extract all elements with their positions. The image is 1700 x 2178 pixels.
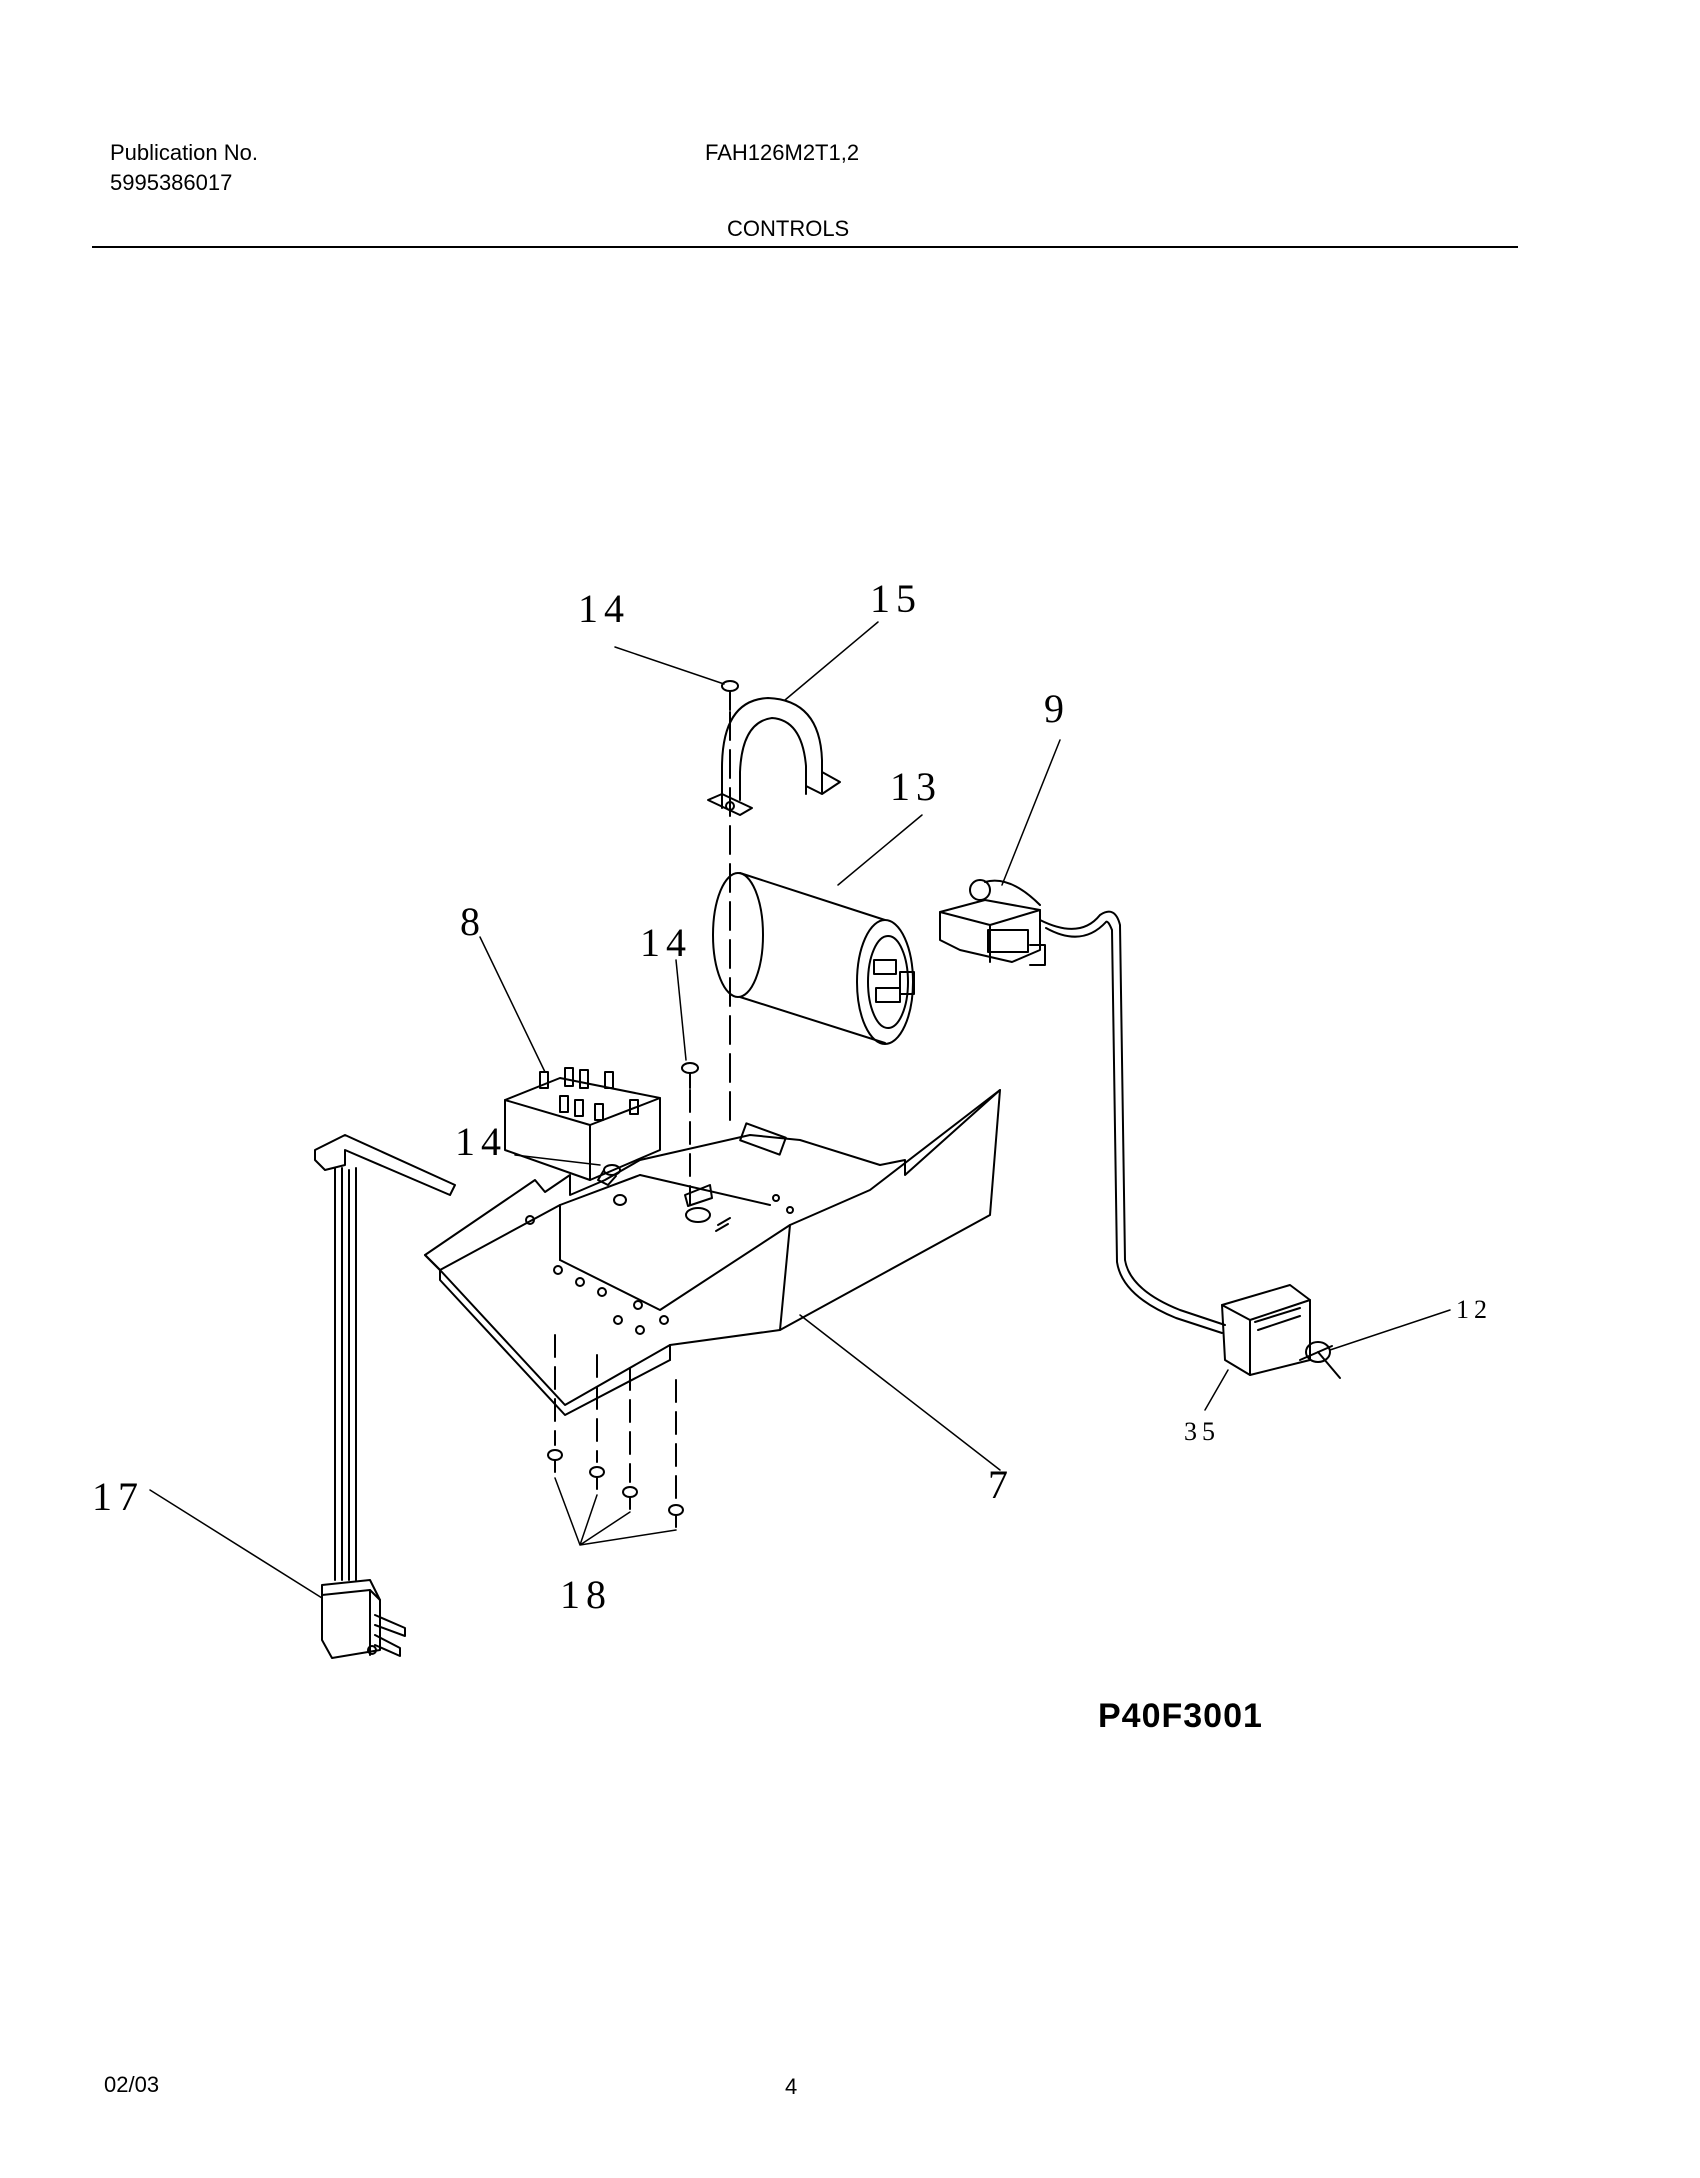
capillary-tube: [1039, 910, 1226, 1326]
page-number: 4: [785, 2074, 798, 2099]
callout-14-top: 14: [578, 586, 630, 631]
footer-date: 02/03: [104, 2072, 160, 2097]
header-rule: [92, 246, 1518, 248]
screw-top: [721, 680, 739, 1121]
bulb-holder: [1221, 1284, 1341, 1379]
publication-number: 5995386017: [110, 170, 233, 195]
thermostat: [939, 879, 1046, 966]
callout-8: 8: [460, 899, 486, 944]
callout-17: 17: [92, 1474, 144, 1519]
callout-15: 15: [870, 576, 922, 621]
callout-14-middle: 14: [640, 920, 692, 965]
figure-code: P40F3001: [1098, 1697, 1263, 1735]
callout-35: 35: [1184, 1417, 1220, 1446]
bracket-screws: [547, 1449, 684, 1528]
screw-middle: [681, 1062, 699, 1206]
section-title: CONTROLS: [727, 216, 850, 241]
control-bracket: [424, 1089, 1001, 1501]
callout-18: 18: [560, 1572, 612, 1617]
callout-14-left: 14: [455, 1119, 507, 1164]
model-number: FAH126M2T1,2: [705, 140, 860, 165]
callout-13: 13: [890, 764, 942, 809]
relay-block: [504, 1067, 661, 1181]
screw-left: [597, 1164, 621, 1186]
callout-9: 9: [1044, 686, 1070, 731]
callout-12: 12: [1456, 1295, 1492, 1324]
run-capacitor: [712, 872, 915, 1045]
callout-7: 7: [988, 1462, 1014, 1507]
publication-label: Publication No.: [110, 140, 258, 165]
capacitor-clamp-bracket: [707, 697, 841, 816]
power-cord: [314, 1134, 456, 1659]
